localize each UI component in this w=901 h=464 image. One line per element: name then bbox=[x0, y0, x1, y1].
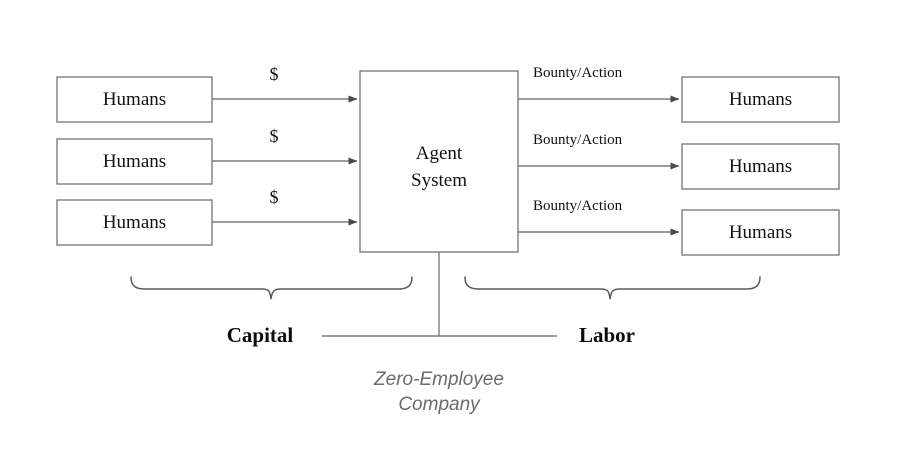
humans-box-label: Humans bbox=[103, 89, 166, 110]
humans-box-label: Humans bbox=[103, 151, 166, 172]
capital-brace bbox=[130, 276, 413, 300]
agent-system-box[interactable] bbox=[359, 70, 519, 253]
humans-box-label: Humans bbox=[729, 89, 792, 110]
agent-system-label-line2: System bbox=[411, 170, 467, 191]
capital-source-1[interactable]: Humans $ bbox=[56, 64, 358, 123]
capital-source-3[interactable]: Humans $ bbox=[56, 187, 358, 246]
labor-target-1[interactable]: Bounty/Action Humans bbox=[518, 65, 840, 123]
capital-flow-label: $ bbox=[270, 64, 279, 84]
agent-system-label-line1: Agent bbox=[416, 143, 463, 164]
humans-box-label: Humans bbox=[729, 156, 792, 177]
labor-label: Labor bbox=[579, 323, 635, 347]
labor-target-3[interactable]: Bounty/Action Humans bbox=[518, 198, 840, 256]
capital-flow-label: $ bbox=[270, 187, 279, 207]
labor-flow-label: Bounty/Action bbox=[533, 132, 623, 148]
company-caption: Zero-Employee Company bbox=[373, 369, 504, 415]
humans-box[interactable] bbox=[56, 138, 213, 185]
company-caption-line2: Company bbox=[398, 394, 481, 415]
capital-flow-label: $ bbox=[270, 126, 279, 146]
capital-label: Capital bbox=[227, 323, 294, 347]
humans-box[interactable] bbox=[56, 76, 213, 123]
labor-target-2[interactable]: Bounty/Action Humans bbox=[518, 132, 840, 190]
capital-group: Humans $ Humans $ Humans $ bbox=[56, 64, 358, 246]
labor-brace bbox=[464, 276, 761, 300]
humans-box-label: Humans bbox=[729, 222, 792, 243]
humans-box[interactable] bbox=[56, 199, 213, 246]
labor-group: Bounty/Action Humans Bounty/Action Human… bbox=[518, 65, 840, 256]
labor-flow-label: Bounty/Action bbox=[533, 198, 623, 214]
humans-box[interactable] bbox=[681, 76, 840, 123]
humans-box[interactable] bbox=[681, 143, 840, 190]
labor-brace-group: Labor bbox=[464, 276, 761, 347]
labor-flow-label: Bounty/Action bbox=[533, 65, 623, 81]
humans-box-label: Humans bbox=[103, 212, 166, 233]
capital-brace-group: Capital bbox=[130, 276, 413, 347]
humans-box[interactable] bbox=[681, 209, 840, 256]
company-caption-line1: Zero-Employee bbox=[373, 369, 504, 390]
company-connector bbox=[322, 252, 557, 337]
capital-source-2[interactable]: Humans $ bbox=[56, 126, 358, 185]
agent-system-node[interactable]: Agent System bbox=[359, 70, 519, 253]
